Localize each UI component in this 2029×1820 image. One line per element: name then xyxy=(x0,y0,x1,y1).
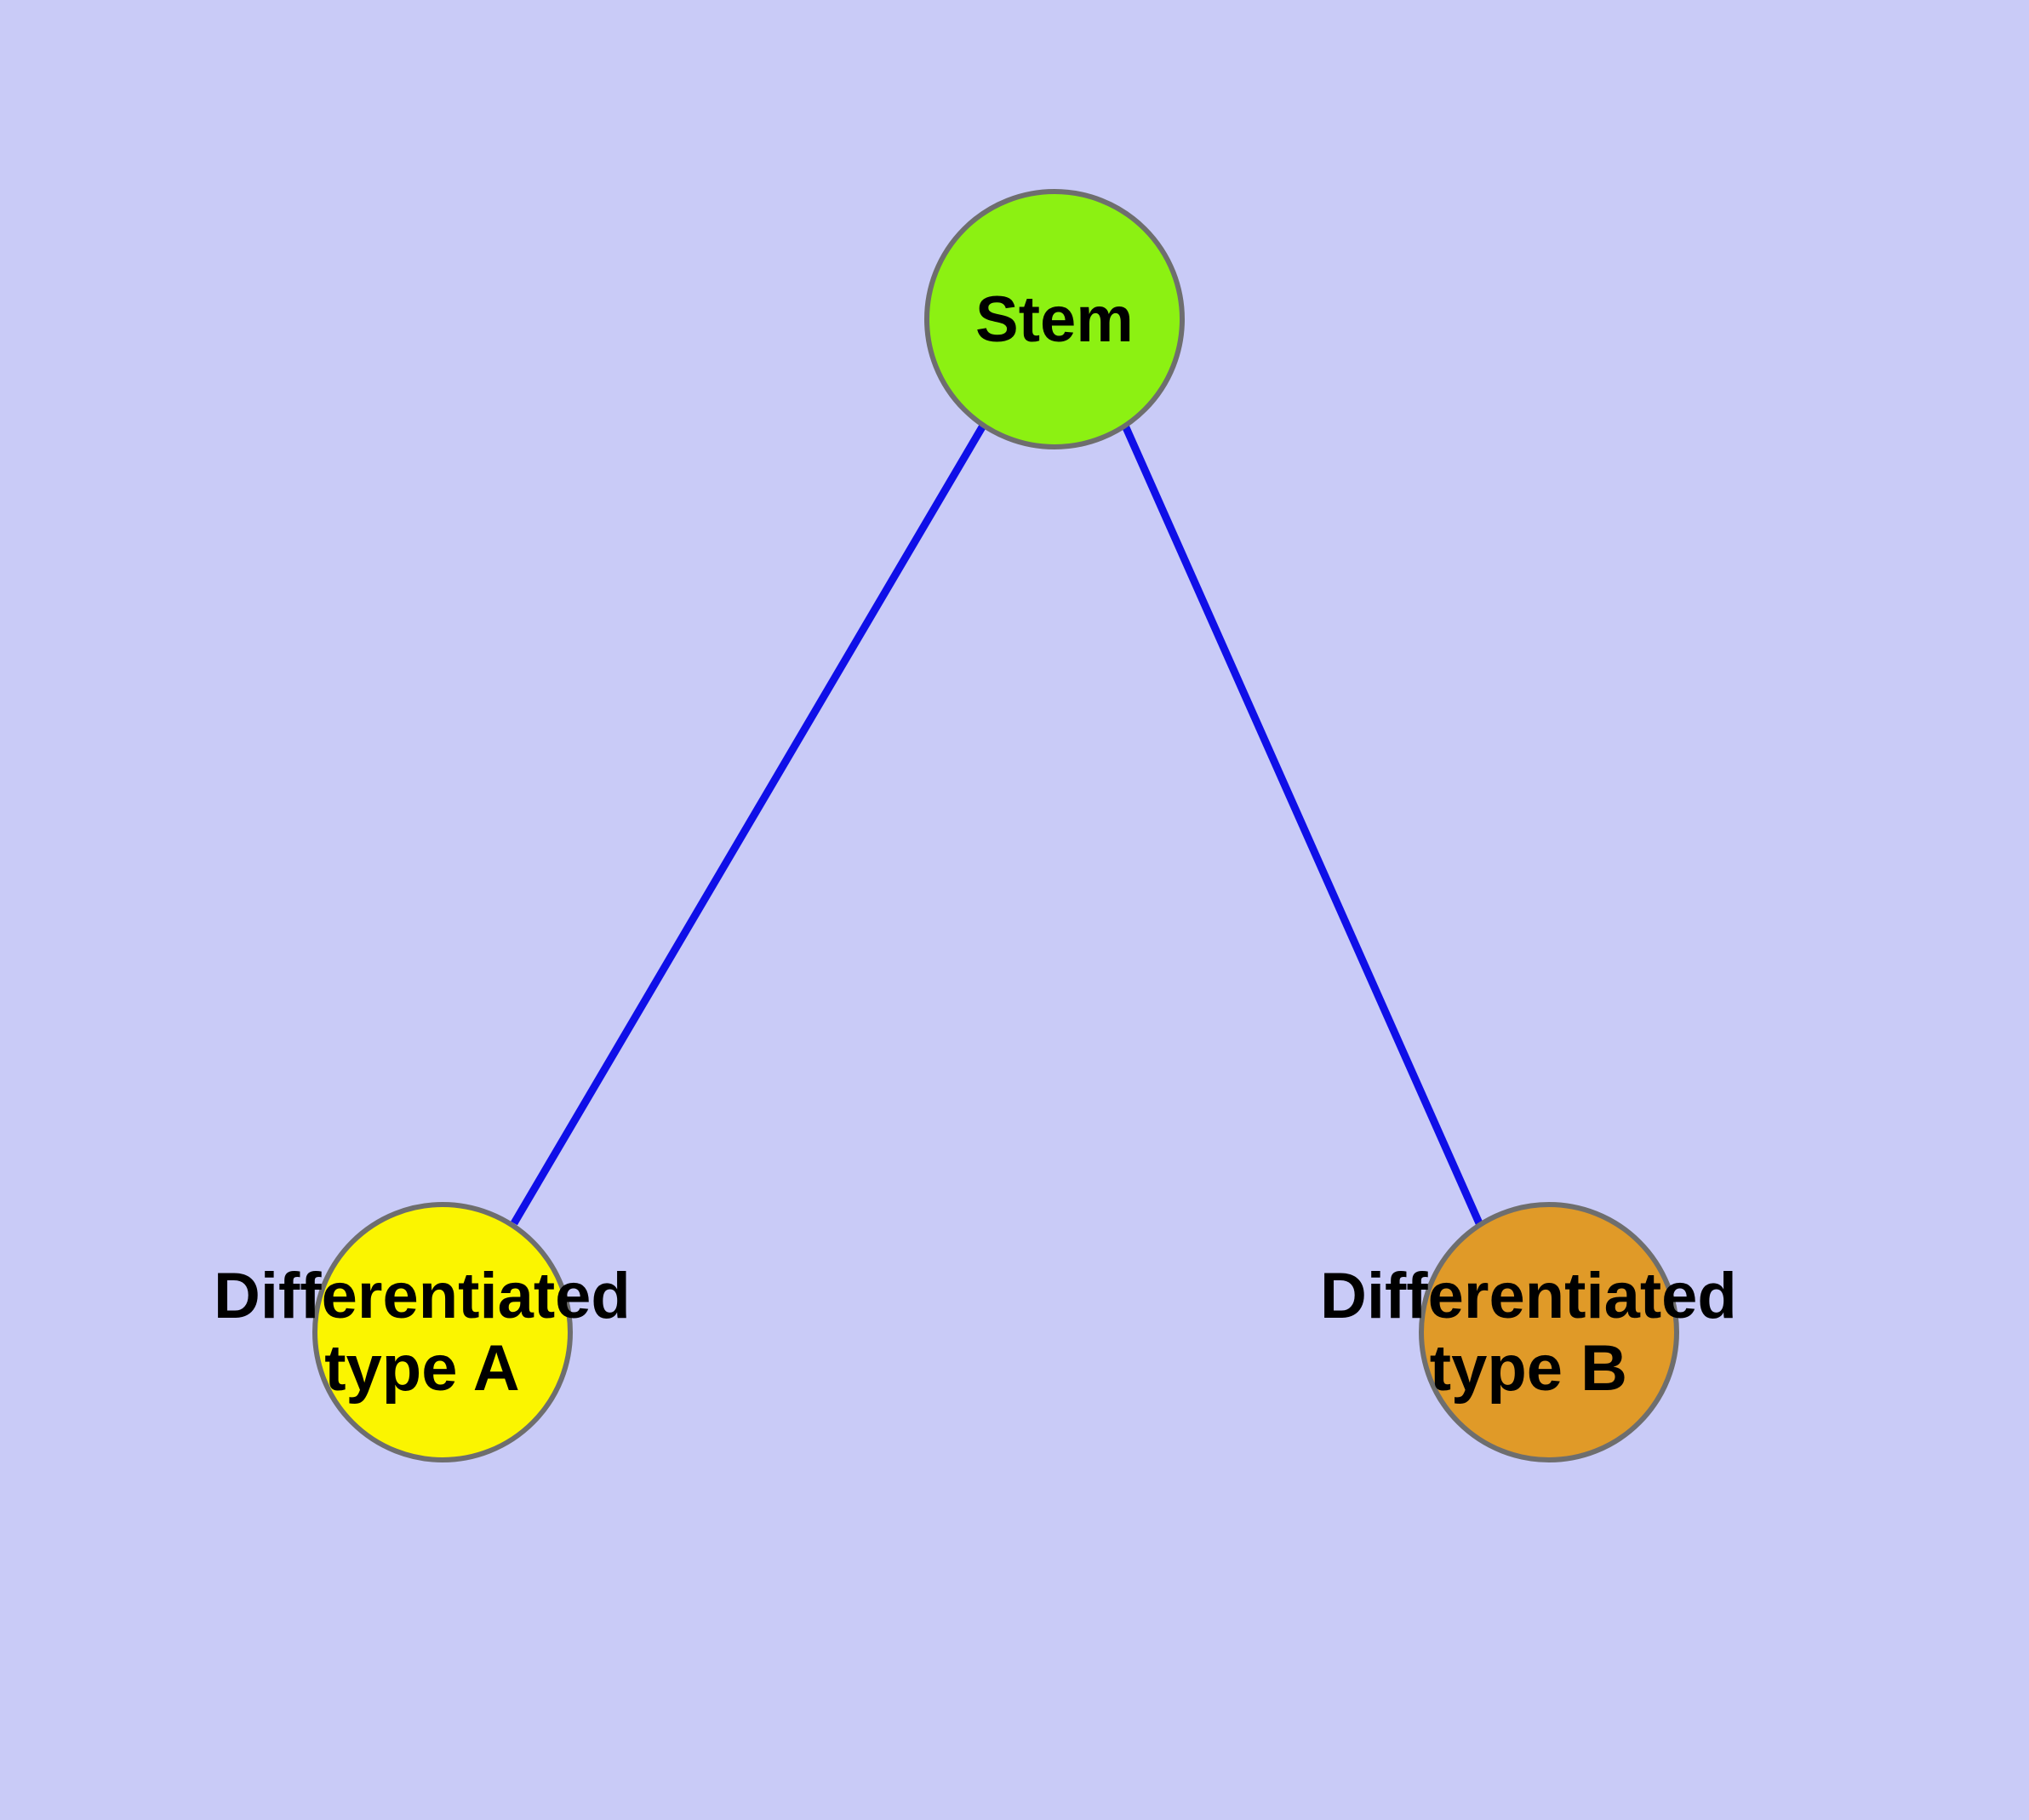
graph-edge[interactable] xyxy=(511,423,986,1226)
edges-layer xyxy=(511,423,1483,1226)
graph-edge[interactable] xyxy=(1121,424,1483,1225)
nodes-layer xyxy=(312,189,1679,1462)
graph-node-diff_b[interactable] xyxy=(1419,1202,1679,1462)
graph-node-stem[interactable] xyxy=(924,189,1185,449)
graph-node-diff_a[interactable] xyxy=(312,1202,573,1462)
